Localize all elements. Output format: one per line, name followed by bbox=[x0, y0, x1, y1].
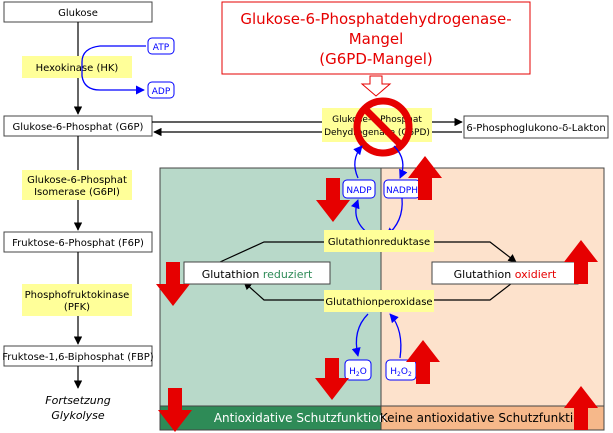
cofactor-atp bbox=[147, 37, 175, 55]
node-glutathion-reduziert-label: Glutathion reduziert bbox=[202, 268, 313, 281]
cofactor-h2o bbox=[344, 359, 372, 381]
cofactor-nadph-label: NADPH bbox=[386, 186, 418, 196]
continue-label1: Fortsetzung bbox=[45, 394, 110, 407]
enzyme-pfk-label1: Phosphofruktokinase bbox=[25, 290, 130, 301]
red-down-arrow-nadp bbox=[316, 178, 350, 222]
node-lakton bbox=[463, 115, 609, 139]
continue-label2: Glykolyse bbox=[51, 409, 104, 422]
title-pointer-arrow bbox=[360, 75, 392, 97]
red-down-arrow-footer bbox=[158, 388, 192, 432]
enzyme-g6pd-label2: Dehydrogenase (G6PD) bbox=[324, 128, 430, 138]
green-panel bbox=[159, 167, 382, 407]
prohibition-icon bbox=[353, 97, 413, 157]
cofactor-nadp-label: NADP bbox=[346, 186, 372, 196]
nadph-out-curve bbox=[393, 145, 408, 179]
red-up-arrow-oxidized bbox=[564, 240, 598, 284]
cofactor-nadp bbox=[342, 179, 376, 199]
atp-adp-curve bbox=[81, 45, 146, 95]
red-down-arrow-reduced bbox=[156, 262, 190, 306]
enzyme-peroxidase bbox=[324, 290, 434, 312]
peach-footer bbox=[380, 405, 605, 431]
enzyme-peroxidase-label: Glutathionperoxidase bbox=[325, 297, 432, 308]
enzyme-pfk bbox=[22, 284, 132, 316]
red-up-arrow-nadph bbox=[408, 156, 442, 200]
node-g6p-label: Glukose-6-Phosphat (G6P) bbox=[13, 122, 144, 133]
enzyme-reduktase-label: Glutathionreduktase bbox=[328, 237, 430, 248]
enzyme-g6pi-label2: Isomerase (G6PI) bbox=[34, 187, 120, 198]
enzyme-g6pi bbox=[22, 170, 132, 200]
nadp-in-curve bbox=[353, 145, 363, 179]
peroxidase-to-h2o-curve bbox=[351, 313, 369, 357]
cofactor-h2o-label: H2O bbox=[349, 367, 367, 378]
node-lakton-label: 6-Phosphoglukono-δ-Lakton bbox=[466, 123, 605, 134]
cofactor-adp bbox=[147, 81, 175, 99]
green-footer bbox=[159, 405, 382, 431]
red-up-arrow-footer bbox=[564, 386, 598, 430]
title-box bbox=[221, 1, 531, 75]
title-line2: Mangel bbox=[349, 30, 404, 48]
node-glutathion-oxidiert-label: Glutathion oxidiert bbox=[454, 268, 557, 281]
red-down-arrow-h2o bbox=[315, 358, 349, 400]
enzyme-reduktase bbox=[324, 230, 434, 252]
title-line1: Glukose-6-Phosphatdehydrogenase- bbox=[240, 10, 511, 28]
node-glukose-label: Glukose bbox=[58, 8, 98, 19]
node-glutathion-reduziert bbox=[183, 261, 331, 285]
cofactor-adp-label: ADP bbox=[152, 87, 171, 97]
h2o2-to-peroxidase-curve bbox=[389, 313, 402, 359]
enzyme-pfk-label2: (PFK) bbox=[64, 302, 90, 313]
cofactor-h2o2-label: H2O2 bbox=[390, 367, 412, 378]
cofactor-atp-label: ATP bbox=[153, 43, 170, 53]
red-up-arrow-h2o2 bbox=[406, 340, 440, 384]
footer-right-label: Keine antioxidative Schutzfunktion bbox=[380, 411, 588, 425]
title-line3: (G6PD-Mangel) bbox=[319, 50, 432, 68]
enzyme-hexokinase-label: Hexokinase (HK) bbox=[36, 63, 119, 74]
node-fbp-label: Fruktose-1,6-Biphosphat (FBP) bbox=[2, 352, 154, 363]
node-f6p-label: Fruktose-6-Phosphat (F6P) bbox=[12, 238, 144, 249]
footer-left-label: Antioxidative Schutzfunktion bbox=[214, 411, 386, 425]
enzyme-g6pi-label1: Glukose-6-Phosphat bbox=[27, 175, 127, 186]
enzyme-hexokinase bbox=[22, 56, 132, 78]
